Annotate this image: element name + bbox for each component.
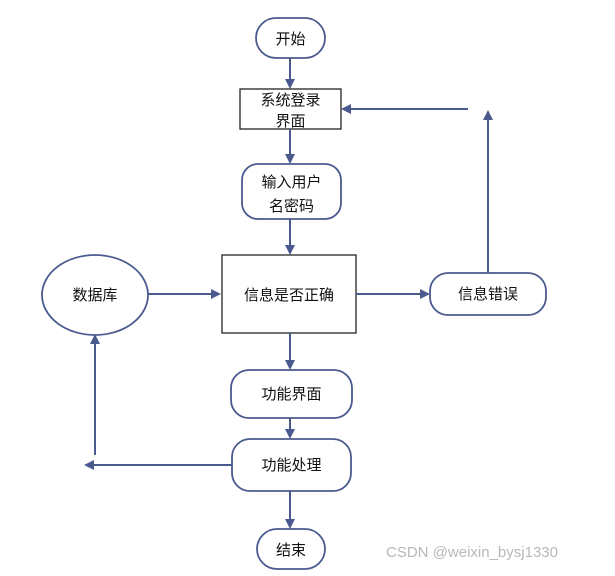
- end-label: 结束: [276, 541, 306, 559]
- node-end: 结束: [256, 528, 326, 570]
- node-input-credentials: 输入用户 名密码: [241, 163, 342, 220]
- database-label: 数据库: [72, 286, 117, 304]
- csdn-watermark: CSDN @weixin_bysj1330: [386, 544, 558, 561]
- node-function-processing: 功能处理: [231, 438, 352, 492]
- node-start: 开始: [255, 17, 326, 59]
- function-processing-label: 功能处理: [261, 456, 321, 474]
- error-label: 信息错误: [458, 285, 518, 303]
- node-info-error: 信息错误: [429, 272, 547, 316]
- check-label: 信息是否正确: [244, 286, 334, 304]
- function-interface-label: 功能界面: [261, 385, 321, 403]
- input-label-line1: 输入用户: [261, 173, 321, 191]
- login-label-line1: 系统登录: [260, 91, 320, 109]
- node-login-interface: 系统登录 界面: [239, 88, 342, 130]
- node-database: 数据库: [41, 254, 149, 336]
- node-function-interface: 功能界面: [230, 369, 353, 419]
- start-label: 开始: [275, 30, 305, 48]
- login-label-line2: 界面: [275, 112, 305, 130]
- node-check-info: 信息是否正确: [221, 254, 357, 334]
- input-label-line2: 名密码: [269, 197, 314, 215]
